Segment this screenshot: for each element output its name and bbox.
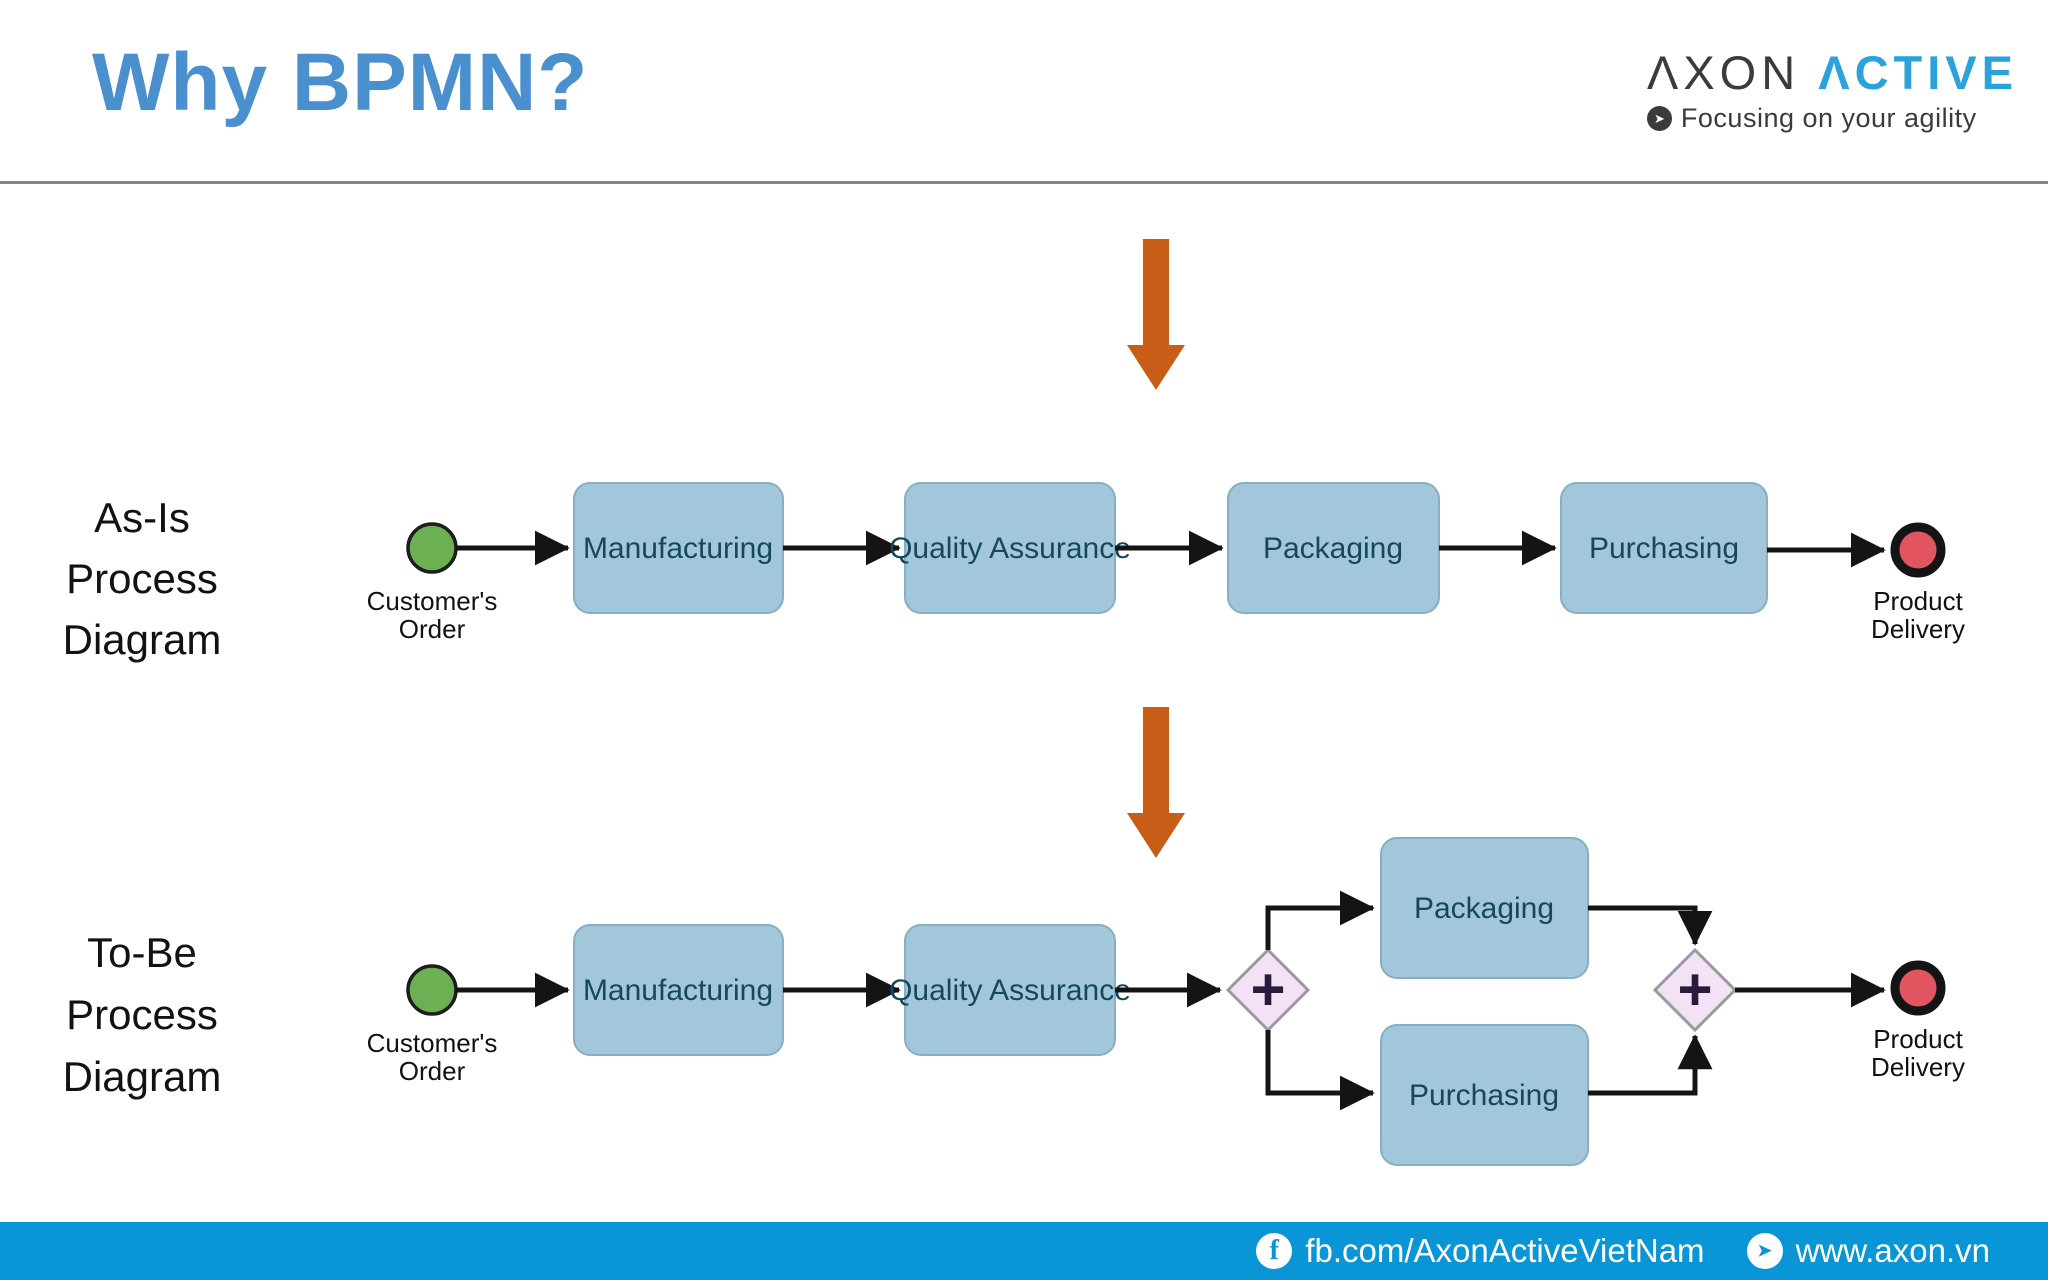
to-be-task-quality-assurance-label: Quality Assurance <box>889 974 1131 1007</box>
to-be-end-event <box>1890 960 1946 1016</box>
as-is-label-line3: Diagram <box>63 616 222 663</box>
company-logo: ΛXON ΛCTIVE ➤ Focusing on your agility <box>1646 48 2018 134</box>
as-is-task-quality-assurance-label: Quality Assurance <box>889 532 1131 565</box>
to-be-label-line2: Process <box>66 991 218 1038</box>
to-be-flow-to-purchasing <box>1265 1030 1375 1111</box>
to-be-start-label-line2: Order <box>399 1056 466 1086</box>
website-link[interactable]: ➤ www.axon.vn <box>1746 1232 1990 1270</box>
as-is-diagram-label: As-Is Process Diagram <box>63 494 222 663</box>
footer-bar: f fb.com/AxonActiveVietNam ➤ www.axon.vn <box>0 1222 2048 1280</box>
facebook-link[interactable]: f fb.com/AxonActiveVietNam <box>1256 1232 1705 1270</box>
to-be-join-gateway <box>1652 947 1738 1033</box>
logo-tagline: ➤ Focusing on your agility <box>1646 103 2018 134</box>
big-down-arrow-bottom <box>1127 707 1185 858</box>
as-is-start-event <box>406 522 458 574</box>
as-is-start-label-line2: Order <box>399 614 466 644</box>
to-be-start-event <box>406 964 458 1016</box>
focus-arrow-icon: ➤ <box>1646 106 1672 132</box>
to-be-flow-to-packaging <box>1265 890 1375 950</box>
to-be-task-manufacturing-label: Manufacturing <box>583 974 773 1007</box>
header-divider <box>0 181 2048 184</box>
logo-tagline-text: Focusing on your agility <box>1680 103 1977 134</box>
as-is-task-manufacturing-label: Manufacturing <box>583 532 773 565</box>
as-is-task-packaging-label: Packaging <box>1263 532 1403 565</box>
as-is-label-line1: As-Is <box>94 494 190 541</box>
to-be-split-gateway-plus: + <box>1250 956 1285 1023</box>
to-be-task-purchasing-label: Purchasing <box>1409 1079 1559 1112</box>
to-be-join-gateway-plus: + <box>1677 956 1712 1023</box>
logo-brand: ΛXON ΛCTIVE <box>1647 48 2018 97</box>
to-be-label-line1: To-Be <box>87 929 197 976</box>
logo-brand-secondary: ΛCTIVE <box>1818 46 2018 99</box>
to-be-flow-from-purchasing <box>1588 1034 1713 1096</box>
as-is-task-purchasing-label: Purchasing <box>1589 532 1739 565</box>
website-url: www.axon.vn <box>1795 1232 1990 1269</box>
page-title: Why BPMN? <box>92 37 589 128</box>
as-is-start-label-line1: Customer's <box>367 586 498 616</box>
as-is-end-label-line2: Delivery <box>1871 614 1965 644</box>
to-be-flow-from-packaging <box>1588 905 1713 946</box>
to-be-label-line3: Diagram <box>63 1053 222 1100</box>
website-arrow-icon: ➤ <box>1746 1233 1783 1269</box>
facebook-icon: f <box>1256 1233 1293 1269</box>
as-is-label-line2: Process <box>66 555 218 602</box>
logo-brand-primary: ΛXON <box>1646 46 1801 99</box>
to-be-end-label-line2: Delivery <box>1871 1052 1965 1082</box>
to-be-diagram-label: To-Be Process Diagram <box>63 929 222 1100</box>
as-is-end-label-line1: Product <box>1873 586 1963 616</box>
to-be-end-label-line1: Product <box>1873 1024 1963 1054</box>
facebook-url: fb.com/AxonActiveVietNam <box>1305 1232 1705 1269</box>
big-down-arrow-top <box>1127 239 1185 390</box>
as-is-diagram: As-Is Process Diagram Customer's Order M… <box>63 482 1965 663</box>
to-be-start-label-line1: Customer's <box>367 1028 498 1058</box>
to-be-task-packaging-label: Packaging <box>1414 892 1554 925</box>
to-be-diagram: To-Be Process Diagram Customer's Order M… <box>63 837 1965 1166</box>
as-is-end-event <box>1890 522 1946 578</box>
